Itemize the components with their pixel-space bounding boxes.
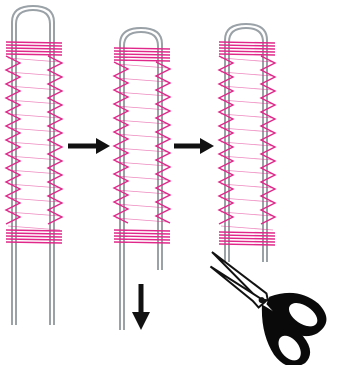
thread-coil	[114, 62, 128, 223]
thread-band-line	[6, 239, 62, 240]
thread-band-line	[6, 233, 62, 234]
thread-band-line	[219, 232, 275, 233]
thread-band-line	[6, 230, 62, 231]
thread-band-line	[114, 239, 170, 240]
thread-band-line	[219, 241, 275, 242]
thread-band-line	[6, 48, 62, 49]
thread-band-line	[219, 235, 275, 236]
scissors-icon	[183, 252, 335, 365]
thread-band-line	[6, 45, 62, 46]
thread-band-line	[219, 42, 275, 43]
thread-band-line	[6, 242, 62, 243]
thread-band-line	[6, 54, 62, 55]
thread-band-line	[114, 54, 170, 55]
arrow-down-icon	[132, 284, 150, 330]
thread-band-line	[219, 238, 275, 239]
thread-band-line	[114, 242, 170, 243]
thread-band-line	[114, 236, 170, 237]
thread-wrap	[6, 42, 62, 243]
thread-band-line	[114, 233, 170, 234]
thread-band-line	[6, 236, 62, 237]
thread-band-line	[219, 45, 275, 46]
thread-band-line	[6, 51, 62, 52]
thread-band-line	[114, 57, 170, 58]
arrow-right-icon	[68, 138, 110, 154]
step-3-wrapped-loop	[219, 24, 275, 262]
thread-band-line	[114, 230, 170, 231]
step-1-wrapped-loop	[6, 6, 62, 325]
thread-band-line	[114, 51, 170, 52]
thread-band-line	[219, 244, 275, 245]
thread-band-line	[219, 54, 275, 55]
wire-loop-inner	[16, 10, 50, 325]
thread-band-line	[6, 42, 62, 43]
thread-band-line	[114, 48, 170, 49]
thread-band-line	[114, 60, 170, 61]
thread-band-line	[219, 51, 275, 52]
thread-band-line	[219, 48, 275, 49]
scissors-blade-upper	[202, 252, 277, 302]
arrow-right-icon	[174, 138, 214, 154]
